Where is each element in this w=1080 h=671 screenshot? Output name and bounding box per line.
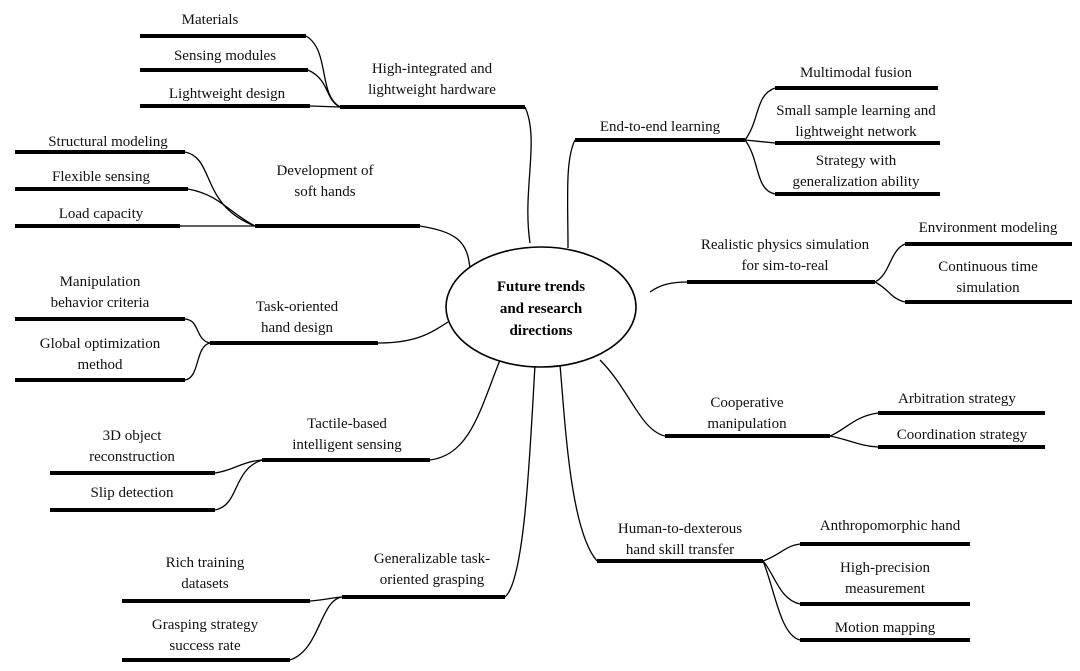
center-node xyxy=(445,246,637,368)
child-connector-transfer-0 xyxy=(762,543,801,562)
child-label-e2e-0: Multimodal fusion xyxy=(800,65,913,81)
child-connector-soft-1 xyxy=(187,188,256,227)
child-label-transfer-0: Anthropomorphic hand xyxy=(820,518,961,534)
child-label-coop-0: Arbitration strategy xyxy=(898,391,1016,407)
child-label-coop-1: Coordination strategy xyxy=(897,427,1028,443)
child-connector-tactile-0 xyxy=(214,459,263,474)
child-connector-coop-0 xyxy=(829,412,879,437)
connector-hardware xyxy=(524,106,532,244)
child-connector-e2e-2 xyxy=(744,139,776,195)
connector-sim xyxy=(649,281,688,293)
branch-label-grasping: Generalizable task-oriented grasping xyxy=(374,551,490,588)
connector-taskhand xyxy=(377,321,449,344)
child-connector-hardware-1 xyxy=(307,69,341,108)
child-label-sim-0: Environment modeling xyxy=(919,220,1058,236)
connector-e2e xyxy=(566,139,576,249)
child-connector-coop-1 xyxy=(829,435,879,448)
child-connector-transfer-1 xyxy=(762,560,801,605)
connector-grasping xyxy=(504,364,536,598)
child-connector-hardware-2 xyxy=(309,105,341,108)
connector-tactile xyxy=(429,359,501,461)
child-label-soft-0: Structural modeling xyxy=(48,134,168,150)
child-connector-soft-0 xyxy=(184,151,256,227)
child-label-tactile-1: Slip detection xyxy=(91,485,174,501)
child-connector-taskhand-0 xyxy=(184,318,211,344)
branch-label-e2e: End-to-end learning xyxy=(600,119,721,135)
child-label-hardware-0: Materials xyxy=(182,12,239,28)
child-label-hardware-1: Sensing modules xyxy=(174,48,276,64)
child-connector-e2e-0 xyxy=(744,87,776,141)
child-label-transfer-2: Motion mapping xyxy=(835,620,936,636)
child-connector-taskhand-1 xyxy=(184,342,211,381)
child-connector-tactile-1 xyxy=(214,459,263,511)
child-connector-sim-1 xyxy=(874,281,906,303)
child-label-soft-1: Flexible sensing xyxy=(52,169,150,185)
child-label-hardware-2: Lightweight design xyxy=(169,86,286,102)
child-connector-sim-0 xyxy=(874,243,906,283)
child-label-soft-2: Load capacity xyxy=(59,206,144,222)
child-connector-transfer-2 xyxy=(762,560,801,641)
child-connector-e2e-1 xyxy=(744,139,776,144)
child-connector-grasping-1 xyxy=(289,596,343,661)
connector-coop xyxy=(599,359,666,437)
connector-soft xyxy=(419,225,471,271)
connector-transfer xyxy=(559,364,598,562)
